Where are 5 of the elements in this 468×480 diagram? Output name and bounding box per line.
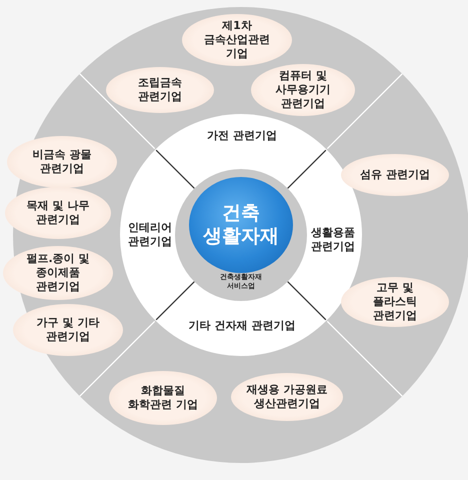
center-circle: 건축 생활자재 bbox=[189, 177, 293, 273]
sector-label: 인테리어 관련기업 bbox=[127, 221, 173, 249]
sector-label: 가전 관련기업 bbox=[207, 129, 277, 143]
sector-label: 생활용품 관련기업 bbox=[310, 226, 356, 254]
sector-label: 기타 건자재 관련기업 bbox=[188, 319, 296, 333]
